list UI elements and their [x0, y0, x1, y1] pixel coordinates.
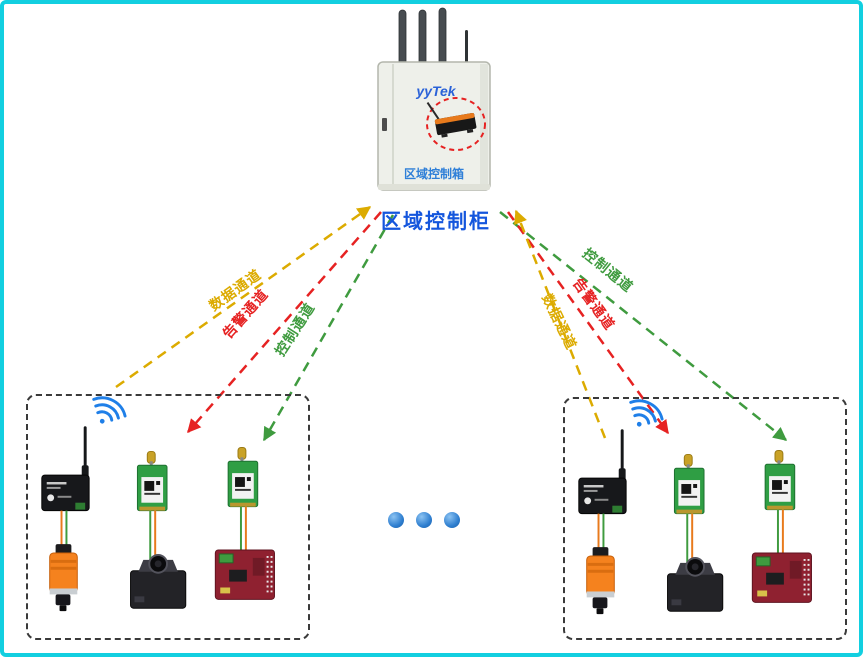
more-groups-dot [444, 512, 460, 528]
rf-module [673, 453, 705, 565]
wireless-node-device [578, 429, 627, 550]
more-groups-dots [388, 512, 460, 528]
device-group-graphic [41, 396, 275, 612]
cabinet-label: 区域控制箱 [404, 166, 464, 181]
device-group-right [563, 397, 847, 640]
highlight-circle-icon [426, 97, 486, 151]
proximity-sensor [586, 547, 615, 615]
control-cabinet: yyTek 区域控制箱 [370, 6, 502, 202]
camera [130, 553, 187, 609]
wifi-icon [92, 396, 127, 424]
controller-board [214, 549, 275, 600]
wifi-icon [629, 399, 664, 427]
diagram-title: 区域控制柜 [381, 211, 491, 233]
gateway-device [426, 102, 477, 138]
controller-board [751, 552, 812, 603]
data-channel-label-left: 数据通道 [206, 266, 264, 314]
wireless-node-device [41, 426, 90, 547]
alarm-channel-label-left: 告警通道 [219, 286, 271, 342]
more-groups-dot [388, 512, 404, 528]
rf-module [136, 450, 168, 562]
cabinet-brand: yyTek [415, 83, 456, 99]
rf-module [227, 447, 259, 552]
antenna-icon [398, 7, 468, 67]
camera [667, 556, 724, 612]
data-channel-line-left [115, 205, 372, 389]
control-channel-label-right: 控制通道 [580, 245, 637, 295]
alarm-channel-label-right: 告警通道 [570, 275, 618, 333]
data-channel-label-right: 数据通道 [539, 291, 580, 352]
device-group-graphic [578, 399, 812, 615]
proximity-sensor [49, 544, 78, 612]
more-groups-dot [416, 512, 432, 528]
control-channel-label-left: 控制通道 [272, 300, 318, 359]
device-group-left [26, 394, 310, 640]
rf-module [764, 450, 796, 555]
